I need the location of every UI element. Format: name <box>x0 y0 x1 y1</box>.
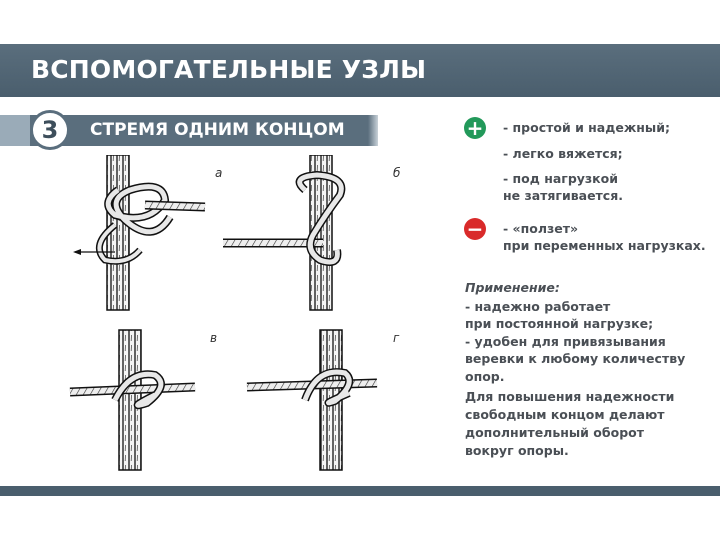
section-number-badge: 3 <box>30 110 70 150</box>
footer-bar <box>0 486 720 496</box>
section-ribbon-left <box>0 115 30 146</box>
figure-label-b: б <box>393 166 401 180</box>
page-title: ВСПОМОГАТЕЛЬНЫЕ УЗЛЫ <box>31 55 427 84</box>
knot-illustration: а б в г <box>69 155 401 471</box>
application-line: опор. <box>465 369 505 384</box>
figure-d <box>246 329 378 471</box>
application-heading: Применение: <box>465 280 560 295</box>
pros-item-4: не затягивается. <box>503 188 623 203</box>
application-line: вокруг опоры. <box>465 443 569 458</box>
figure-label-d: г <box>393 331 400 345</box>
cons-item-1: - «ползет» <box>503 221 579 236</box>
application-line: дополнительный оборот <box>465 425 644 440</box>
pros-item-1: - простой и надежный; <box>503 120 670 135</box>
pros-item-3: - под нагрузкой <box>503 171 619 186</box>
header-bar <box>0 44 720 97</box>
minus-circle-icon: − <box>464 218 486 240</box>
application-line: - надежно работает <box>465 299 611 314</box>
application-line: свободным концом делают <box>465 407 665 422</box>
figure-label-c: в <box>210 331 217 345</box>
application-line: при постоянной нагрузке; <box>465 316 654 331</box>
figure-b <box>223 155 346 311</box>
section-title: СТРЕМЯ ОДНИМ КОНЦОМ <box>90 120 345 140</box>
figure-label-a: а <box>215 166 222 180</box>
application-line: веревки к любому количеству <box>465 351 686 366</box>
pros-item-2: - легко вяжется; <box>503 146 623 161</box>
plus-circle-icon: + <box>464 117 486 139</box>
cons-item-2: при переменных нагрузках. <box>503 238 706 253</box>
application-line: Для повышения надежности <box>465 389 675 404</box>
figure-a <box>73 155 206 311</box>
figure-c <box>69 329 196 471</box>
section-ribbon-tip <box>368 115 378 146</box>
application-line: - удобен для привязывания <box>465 334 666 349</box>
